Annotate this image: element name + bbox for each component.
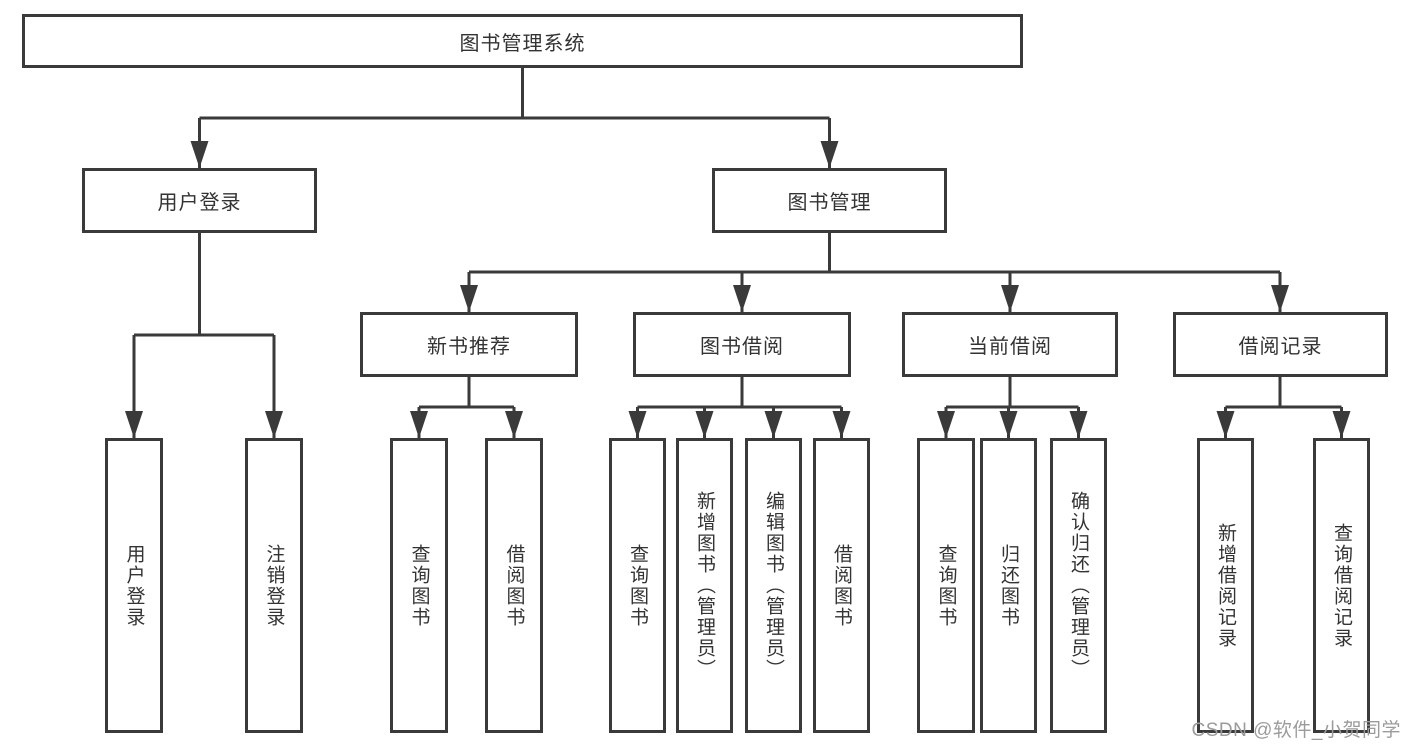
leaf-search-books-recommend: 查询图书 [390, 438, 448, 733]
node-book-management: 图书管理 [712, 168, 947, 233]
leaf-borrow-books-recommend: 借阅图书 [485, 438, 543, 733]
node-library-management-system: 图书管理系统 [22, 14, 1023, 68]
node-new-book-recommendation: 新书推荐 [360, 312, 578, 377]
node-book-borrowing: 图书借阅 [633, 312, 851, 377]
leaf-confirm-return-admin: 确认归还（管理员） [1050, 438, 1107, 733]
leaf-search-borrow-record: 查询借阅记录 [1313, 438, 1370, 733]
node-borrowing-records: 借阅记录 [1173, 312, 1388, 377]
node-user-login: 用户登录 [82, 168, 317, 233]
leaf-search-books-current: 查询图书 [917, 438, 975, 733]
csdn-watermark: CSDN @软件_小贺同学 [1191, 720, 1401, 741]
leaf-return-books: 归还图书 [980, 438, 1037, 733]
leaf-user-login: 用户登录 [105, 438, 163, 733]
leaf-add-borrow-record: 新增借阅记录 [1197, 438, 1254, 733]
leaf-add-books-admin: 新增图书（管理员） [676, 438, 733, 733]
leaf-edit-books-admin: 编辑图书（管理员） [745, 438, 802, 733]
leaf-logout: 注销登录 [245, 438, 303, 733]
node-current-borrowing: 当前借阅 [902, 312, 1118, 377]
leaf-borrow-books: 借阅图书 [813, 438, 870, 733]
leaf-search-books-borrow: 查询图书 [609, 438, 666, 733]
